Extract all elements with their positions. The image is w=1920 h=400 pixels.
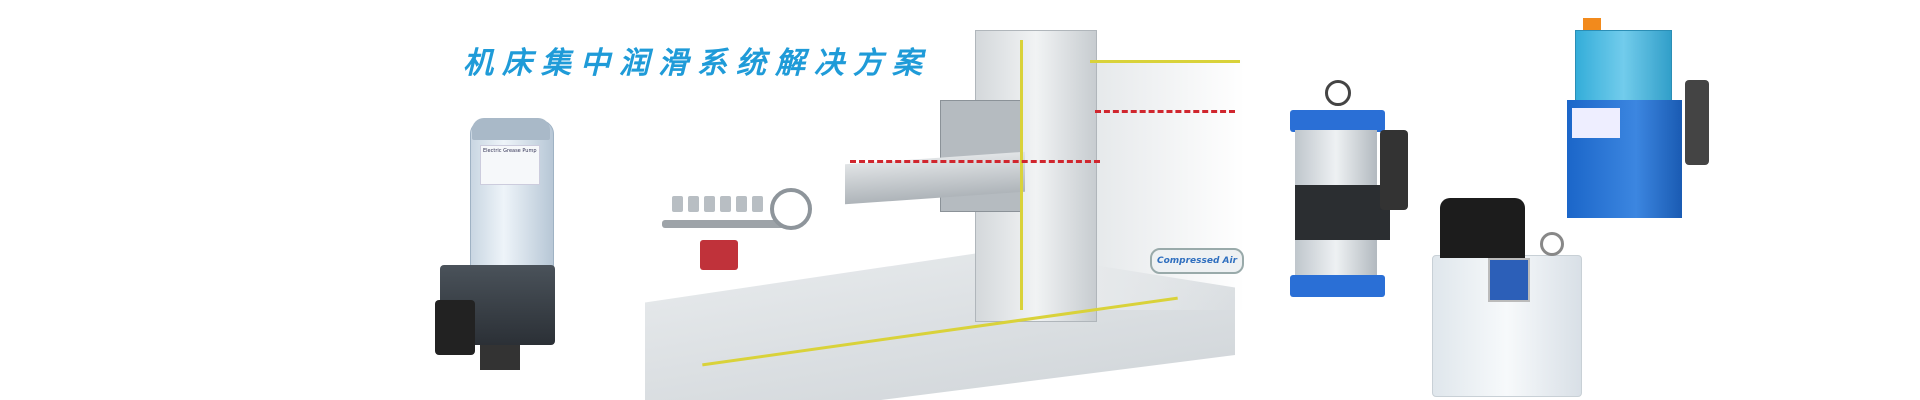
pump-top [1290,110,1385,132]
air-line [850,160,1100,163]
pump-motor [435,300,475,355]
pressure-gauge-icon [1325,80,1351,106]
pressure-gauge-icon [770,188,812,230]
air-filter [1685,80,1709,165]
tank-label [1572,108,1620,138]
tank-cap [1583,18,1601,30]
pressure-gauge-icon [1540,232,1564,256]
air-line [1095,110,1235,113]
air-filter [1380,130,1408,210]
banner-title: 机床集中润滑系统解决方案 [463,46,931,81]
lube-line [1020,40,1023,310]
lube-line [1090,60,1240,63]
fitting [704,196,715,212]
tool [700,240,738,270]
pump-reservoir [470,120,554,272]
fitting [720,196,731,212]
pump-head [1440,198,1525,258]
fitting [688,196,699,212]
distributor-valve [1295,185,1390,240]
kit-bar [662,220,802,228]
pump-cap [472,118,550,140]
control-panel [1488,258,1530,302]
fitting [672,196,683,212]
pump-foot [480,345,520,370]
fitting [736,196,747,212]
pump-label: Electric Grease Pump [480,145,540,185]
tank-reservoir [1575,30,1672,104]
fitting [752,196,763,212]
compressed-air-label: Compressed Air [1150,248,1244,274]
pump-bottom [1290,275,1385,297]
